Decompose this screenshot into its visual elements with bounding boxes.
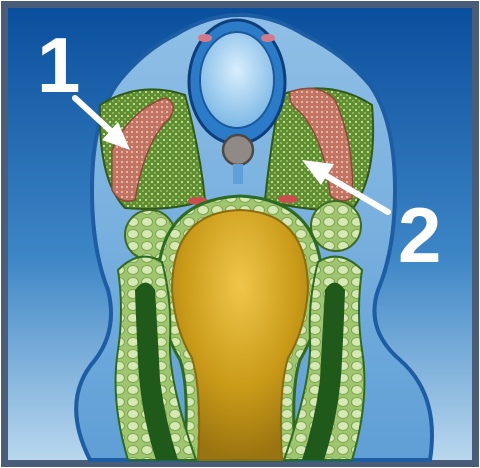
intermediate-mesoderm-right	[311, 201, 361, 251]
neural-crest-right	[261, 34, 275, 42]
neural-crest-left	[198, 34, 212, 42]
notochord	[223, 135, 253, 165]
label-2: 2	[398, 191, 441, 279]
label-1: 1	[37, 21, 80, 109]
neural-canal	[200, 32, 274, 128]
notochord-stalk	[233, 164, 243, 184]
dorsal-aorta-right	[278, 195, 298, 203]
